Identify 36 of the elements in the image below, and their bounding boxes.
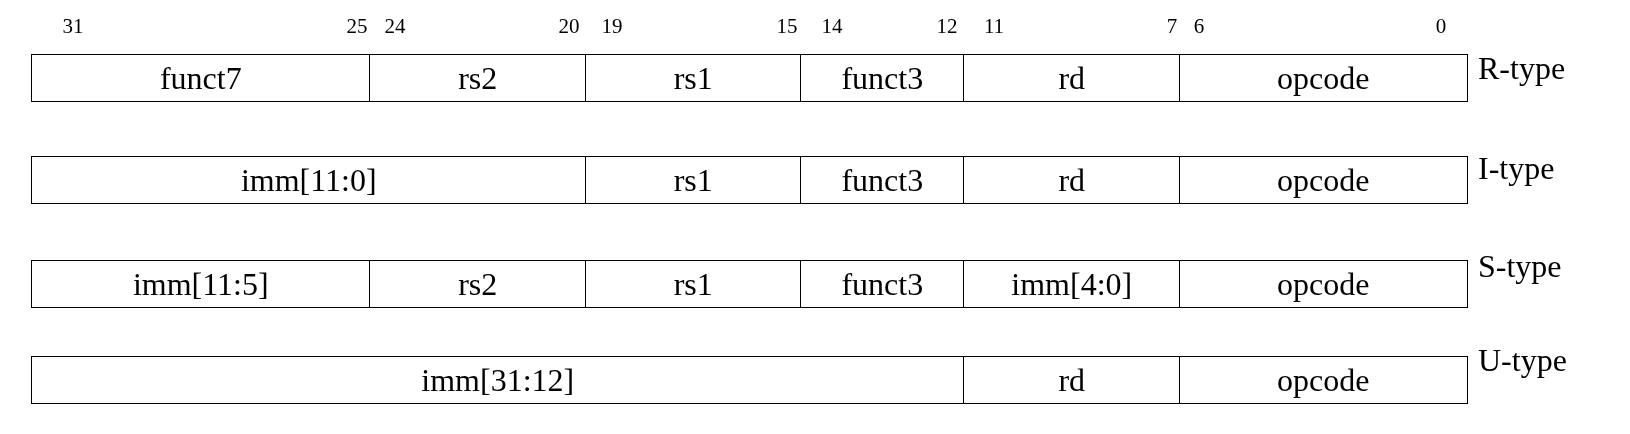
instruction-field: rs1 (585, 156, 802, 204)
instruction-field: rs2 (369, 54, 587, 102)
format-name: R-type (1478, 50, 1566, 87)
bit-index: 15 (776, 14, 798, 39)
bit-index: 25 (346, 14, 368, 39)
bit-index: 31 (62, 14, 84, 39)
bit-index: 19 (601, 14, 623, 39)
instruction-field: imm[11:0] (31, 156, 587, 204)
instruction-field: imm[31:12] (31, 356, 965, 404)
instruction-field: rd (963, 356, 1181, 404)
instruction-field: rs1 (585, 54, 802, 102)
bit-index: 20 (558, 14, 580, 39)
instruction-field: opcode (1179, 356, 1468, 404)
bit-index: 6 (1193, 14, 1205, 39)
bit-index: 14 (821, 14, 843, 39)
bit-index: 11 (983, 14, 1005, 39)
format-name: U-type (1478, 342, 1567, 379)
format-name: I-type (1478, 150, 1555, 187)
instruction-field: rd (963, 54, 1181, 102)
instruction-field: rs2 (369, 260, 587, 308)
instruction-field: funct3 (800, 260, 965, 308)
instruction-field: funct3 (800, 156, 965, 204)
bit-index: 7 (1166, 14, 1178, 39)
format-name: S-type (1478, 248, 1562, 285)
instruction-field: rs1 (585, 260, 802, 308)
instruction-field: opcode (1179, 54, 1468, 102)
instruction-field: imm[11:5] (31, 260, 371, 308)
instruction-field: rd (963, 156, 1181, 204)
instruction-field: imm[4:0] (963, 260, 1181, 308)
bit-index: 0 (1435, 14, 1447, 39)
instruction-field: opcode (1179, 260, 1468, 308)
instruction-field: funct7 (31, 54, 371, 102)
instruction-field: opcode (1179, 156, 1468, 204)
instruction-field: funct3 (800, 54, 965, 102)
bit-index: 12 (936, 14, 958, 39)
bit-index: 24 (384, 14, 406, 39)
